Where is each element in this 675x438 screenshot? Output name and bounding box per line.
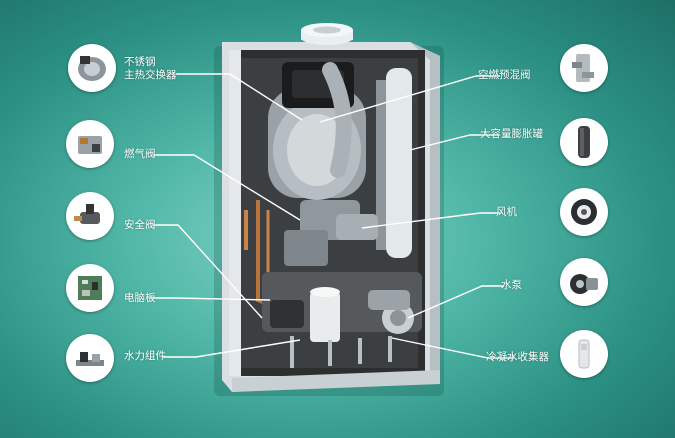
fan-icon (560, 188, 608, 236)
label-gas-valve: 燃气阀 (124, 148, 156, 160)
callout-safety-valve (66, 192, 114, 240)
label-heat-exchanger: 不锈钢 主热交换器 (124, 56, 177, 81)
label-safety-valve: 安全阀 (124, 219, 156, 231)
callout-water-pump (560, 258, 608, 306)
label-condensate-collector: 冷凝水收集器 (486, 351, 549, 363)
safety-valve-icon (66, 192, 114, 240)
label-fan: 风机 (496, 206, 517, 218)
gas-valve-icon (66, 120, 114, 168)
leader-lines (150, 73, 514, 359)
label-hydraulic-assembly: 水力组件 (124, 350, 166, 362)
callout-hydraulic-assembly (66, 334, 114, 382)
callout-premix-valve (560, 44, 608, 92)
callout-expansion-tank (560, 118, 608, 166)
callout-fan (560, 188, 608, 236)
premix-valve-icon (560, 44, 608, 92)
water-pump-icon (560, 258, 608, 306)
heat-exchanger-icon (68, 44, 116, 92)
label-water-pump: 水泵 (501, 279, 522, 291)
hydraulic-assembly-icon (66, 334, 114, 382)
callout-heat-exchanger (68, 44, 116, 92)
label-circuit-board: 电脑板 (124, 292, 156, 304)
expansion-tank-icon (560, 118, 608, 166)
callout-circuit-board (66, 264, 114, 312)
circuit-board-icon (66, 264, 114, 312)
label-premix-valve: 空燃预混阀 (478, 69, 531, 81)
label-expansion-tank: 大容量膨胀罐 (480, 128, 543, 140)
condensate-collector-icon (560, 330, 608, 378)
callout-condensate-collector (560, 330, 608, 378)
callout-gas-valve (66, 120, 114, 168)
